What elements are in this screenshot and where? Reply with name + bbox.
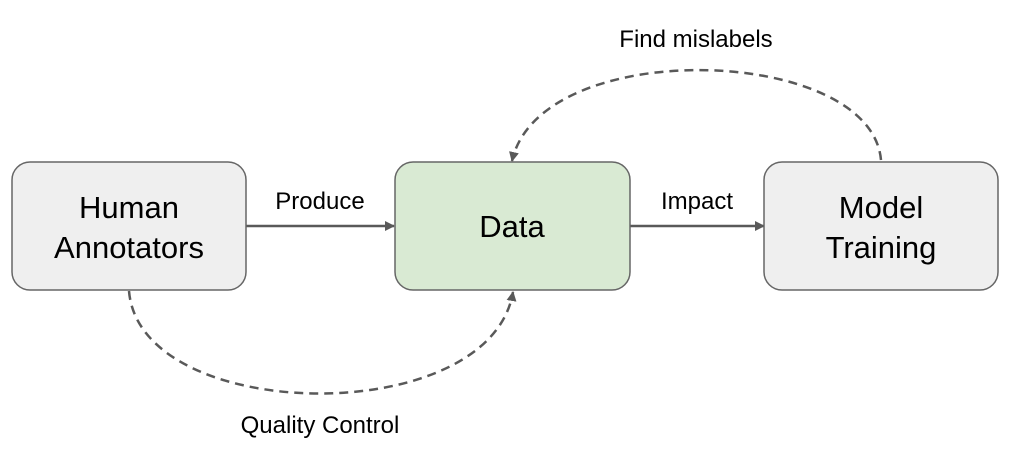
edge-quality-control: Quality Control: [127, 290, 517, 439]
edge-find-mislabels: Find mislabels: [509, 26, 883, 162]
node-model-training-label: Model: [839, 190, 923, 225]
edge-impact-label: Impact: [661, 188, 733, 215]
node-human-annotators-box: [11, 161, 247, 291]
node-model-training-label-line2: Training: [826, 230, 937, 265]
node-data-label: Data: [479, 209, 545, 244]
node-data: Data: [394, 161, 631, 291]
edge-impact: Impact: [630, 188, 765, 231]
node-human-annotators-label-line2: Annotators: [54, 230, 204, 265]
node-human-annotators-label: Human: [79, 190, 179, 225]
node-model-training-box: [763, 161, 999, 291]
node-human-annotators: Human Annotators: [11, 161, 247, 291]
edge-quality-control-curve: [127, 290, 517, 395]
edge-find-mislabels-label: Find mislabels: [619, 26, 772, 53]
node-model-training: Model Training: [763, 161, 999, 291]
edge-find-mislabels-curve: [509, 68, 883, 162]
edge-quality-control-label: Quality Control: [241, 412, 400, 439]
edge-produce: Produce: [246, 188, 395, 231]
node-data-box: [394, 161, 631, 291]
edge-produce-label: Produce: [275, 188, 364, 215]
